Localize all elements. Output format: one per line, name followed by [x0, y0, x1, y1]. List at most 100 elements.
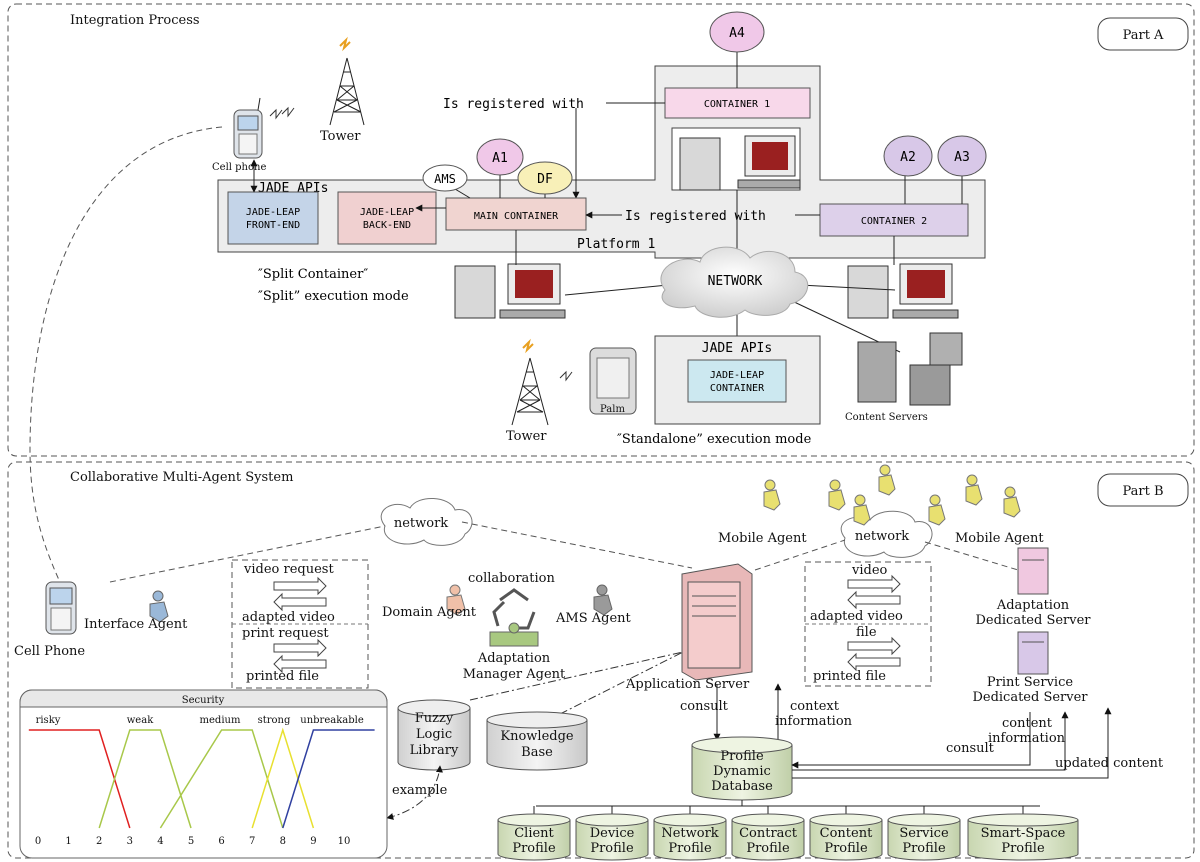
fuzzy-library-cylinder	[397, 699, 471, 771]
adaptation-manager-line-1: Adaptation	[477, 651, 551, 666]
series-unbreakable	[282, 729, 375, 829]
x-tick-label: 0	[35, 836, 41, 847]
knowledge-line-1: Knowledge	[500, 729, 574, 744]
recycle-icon	[492, 588, 536, 630]
example-label: example	[392, 783, 448, 798]
arrow-left-icon-4	[847, 652, 901, 672]
agent-a3	[937, 135, 987, 177]
jade-leap-front-end	[227, 191, 319, 245]
agent-ams	[422, 164, 468, 192]
palm-label: Palm	[600, 404, 625, 415]
profile-label-line: Profile	[1001, 841, 1045, 856]
collaboration-label: collaboration	[468, 571, 555, 586]
profile-label-line: Profile	[512, 841, 556, 856]
x-tick-label: 5	[188, 836, 194, 847]
container-1	[664, 87, 811, 119]
network-cloud	[660, 246, 809, 318]
cell-phone-b-label: Cell Phone	[14, 644, 85, 659]
signal-icon	[269, 108, 283, 120]
series-label-strong: strong	[258, 715, 291, 726]
agent-a3-label: A3	[954, 150, 970, 165]
series-label-risky: risky	[36, 715, 61, 726]
profile-label-line: Device	[590, 826, 635, 841]
back-end-line-1: JADE-LEAP	[360, 207, 414, 218]
video-label: video	[851, 563, 888, 578]
network-left-label: network	[394, 516, 448, 531]
mobile-agent-label-2: Mobile Agent	[955, 531, 1044, 546]
context-info-line-2: information	[775, 714, 853, 729]
profile-label-line: Smart-Space	[981, 826, 1066, 841]
profile-label-line: Contract	[739, 826, 798, 841]
x-tick-label: 9	[310, 836, 316, 847]
series-label-medium: medium	[200, 715, 241, 726]
mobile-agent-label-1: Mobile Agent	[718, 531, 807, 546]
profile-database-cylinder	[691, 736, 793, 801]
series-weak	[98, 729, 192, 829]
agent-a1	[476, 138, 524, 176]
signal-icon-3	[559, 370, 573, 382]
knowledge-line-2: Base	[521, 745, 553, 760]
file-label: file	[856, 625, 877, 640]
printed-file-label: printed file	[246, 669, 319, 684]
standalone-mode-label: ″Standalone” execution mode	[617, 432, 812, 447]
part-b-tag: Part B	[1097, 473, 1189, 507]
agent-ams-label: AMS	[434, 172, 456, 186]
agent-a2-label: A2	[900, 150, 916, 165]
printed-file-right-label: printed file	[813, 669, 886, 684]
part-b-border	[7, 461, 1195, 859]
content-servers-label: Content Servers	[845, 412, 928, 423]
series-risky	[28, 729, 131, 829]
tower-top-label: Tower	[320, 129, 361, 144]
adaptation-manager-icon	[489, 622, 539, 647]
agent-a1-label: A1	[492, 151, 508, 166]
back-end-line-2: BACK-END	[363, 220, 411, 231]
profile-label-line: Network	[661, 826, 718, 841]
phone-link-curve	[29, 126, 223, 601]
security-chart-title: Security	[182, 695, 225, 706]
agent-a4-label: A4	[729, 26, 745, 41]
computer-icon-center-top	[679, 135, 801, 191]
split-mode-label: ″Split” execution mode	[258, 289, 409, 304]
application-server-label: Application Server	[625, 677, 750, 692]
registered-label-1: Is registered with	[443, 97, 584, 112]
adaptation-manager-line-2: Manager Agent	[463, 667, 566, 682]
x-tick-label: 6	[218, 836, 224, 847]
request-box-right	[804, 561, 932, 687]
ams-agent-label: AMS Agent	[555, 611, 632, 626]
jade-leap-container	[687, 359, 787, 403]
adaptation-server-line-2: Dedicated Server	[975, 613, 1091, 628]
mobile-agent-icons	[763, 464, 1021, 526]
ams-agent-icon	[593, 584, 613, 616]
computer-icon-right	[847, 263, 959, 319]
profile-label-line: Profile	[668, 841, 712, 856]
domain-agent-label: Domain Agent	[382, 605, 477, 620]
profile-label-line: Profile	[590, 841, 634, 856]
profile-db-line-3: Database	[711, 779, 773, 794]
profile-label-line: Client	[514, 826, 554, 841]
arrow-right-icon-4	[847, 636, 901, 656]
part-a-border	[7, 3, 1195, 457]
fuzzy-line-2: Logic	[416, 727, 452, 742]
interface-agent-icon	[149, 590, 169, 623]
interface-agent-label: Interface Agent	[84, 617, 188, 632]
adaptation-server-line-1: Adaptation	[996, 598, 1070, 613]
video-request-label: video request	[243, 562, 334, 577]
cell-phone-b-icon	[45, 581, 77, 635]
network-cloud-left	[380, 498, 473, 546]
fuzzy-line-1: Fuzzy	[415, 711, 454, 726]
standalone-container-line-1: JADE-LEAP	[710, 370, 764, 381]
x-tick-label: 10	[338, 836, 351, 847]
arrow-left-icon-2	[273, 654, 327, 674]
domain-agent-icon	[446, 584, 466, 616]
profile-label-line: Content	[820, 826, 873, 841]
cell-phone-label: Cell phone	[212, 162, 266, 173]
part-b-tag-label: Part B	[1122, 484, 1163, 499]
tower-icon	[329, 36, 365, 126]
arrow-left-icon	[273, 592, 327, 612]
context-info-line-1: context	[790, 699, 840, 714]
